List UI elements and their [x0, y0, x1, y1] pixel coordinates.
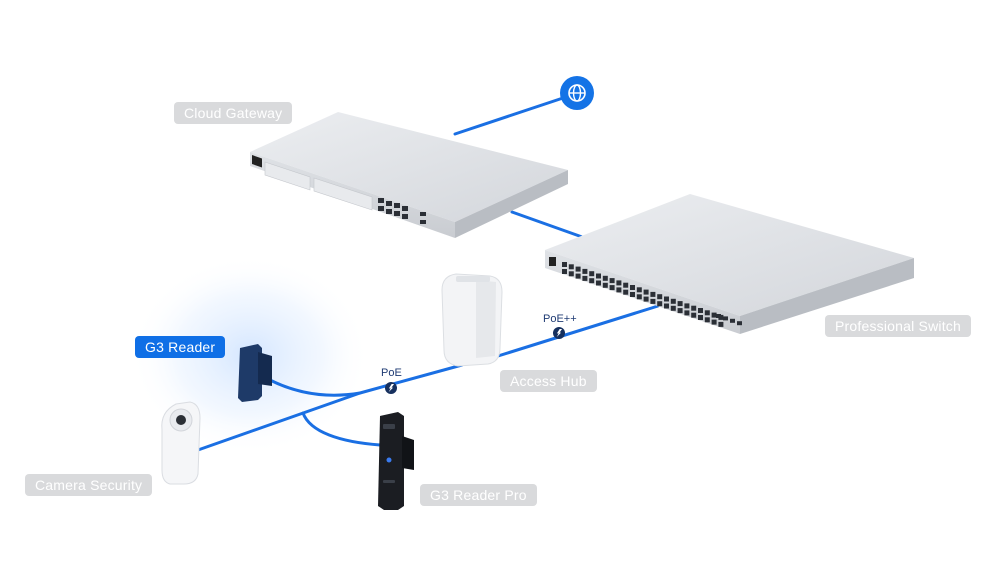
switch-port: [711, 312, 717, 318]
camera-security-device[interactable]: [161, 401, 201, 485]
switch-port: [670, 305, 676, 311]
switch-port: [636, 294, 642, 300]
switch-port: [704, 310, 710, 316]
cables: [196, 92, 660, 452]
switch-port: [650, 298, 656, 304]
switch-port: [657, 301, 663, 307]
switch-port: [582, 275, 588, 281]
cable-camera: [196, 391, 362, 452]
cable-hub-poe: [358, 363, 464, 395]
switch-port: [630, 292, 635, 297]
switch-port: [616, 287, 622, 293]
professional-switch-device[interactable]: [545, 194, 914, 334]
cable-gateway-switch: [510, 210, 587, 240]
label-camera-security: Camera Security: [25, 474, 153, 496]
label-cloud-gateway: Cloud Gateway: [174, 102, 293, 124]
switch-port: [582, 268, 588, 274]
switch-port: [630, 285, 635, 290]
switch-port: [677, 301, 683, 307]
switch-port: [684, 310, 690, 316]
switch-port: [562, 269, 567, 274]
switch-sfp-port: [723, 316, 728, 321]
switch-port: [664, 303, 669, 309]
switch-port: [575, 273, 581, 279]
switch-sfp-port: [730, 318, 735, 323]
cable-switch-hub: [496, 304, 660, 358]
g3-reader-device[interactable]: [238, 344, 272, 402]
switch-port: [568, 271, 574, 277]
switch-port: [589, 271, 595, 277]
switch-port: [718, 321, 724, 327]
switch-port: [616, 280, 622, 286]
switch-port: [623, 289, 629, 295]
switch-port: [698, 315, 703, 320]
label-access-hub: Access Hub: [500, 370, 597, 392]
switch-port: [643, 289, 649, 295]
switch-port: [589, 278, 595, 284]
switch-port: [664, 296, 669, 302]
switch-port: [657, 294, 663, 300]
switch-port: [596, 280, 601, 286]
switch-port: [698, 308, 703, 313]
switch-sfp-port: [716, 314, 721, 318]
switch-port: [691, 312, 697, 318]
switch-port: [602, 282, 608, 288]
lightning-bolt-icon: [553, 327, 565, 339]
cable-reader-pro: [301, 411, 382, 447]
switch-port: [602, 275, 608, 281]
switch-port: [643, 296, 649, 302]
switch-port: [562, 262, 567, 267]
switch-port: [677, 308, 683, 314]
label-g3-reader[interactable]: G3 Reader: [135, 336, 226, 358]
switch-ports: [562, 262, 742, 327]
cable-reader: [268, 378, 362, 397]
switch-port: [711, 319, 717, 325]
switch-port: [596, 273, 601, 279]
lightning-bolt-icon: [385, 382, 397, 394]
label-g3-reader-pro: G3 Reader Pro: [420, 484, 537, 506]
g3-reader-pro-device[interactable]: [378, 412, 414, 510]
switch-port: [575, 266, 581, 272]
switch-port: [684, 303, 690, 309]
cloud-gateway-device[interactable]: [250, 112, 568, 238]
switch-port: [650, 291, 656, 297]
access-hub-device[interactable]: [441, 273, 503, 367]
switch-port: [704, 317, 710, 323]
switch-port: [609, 278, 615, 284]
switch-sfp-port: [737, 321, 742, 326]
switch-port: [568, 264, 574, 270]
switch-port: [609, 285, 615, 291]
poe-plus-plus-label: PoE++: [543, 313, 577, 325]
switch-port: [691, 305, 697, 311]
switch-port: [636, 287, 642, 293]
switch-port: [670, 298, 676, 304]
switch-port: [623, 282, 629, 288]
cable-gateway-internet: [453, 92, 577, 136]
globe-icon[interactable]: [560, 76, 594, 110]
label-professional-switch: Professional Switch: [825, 315, 971, 337]
poe-label: PoE: [381, 367, 402, 379]
